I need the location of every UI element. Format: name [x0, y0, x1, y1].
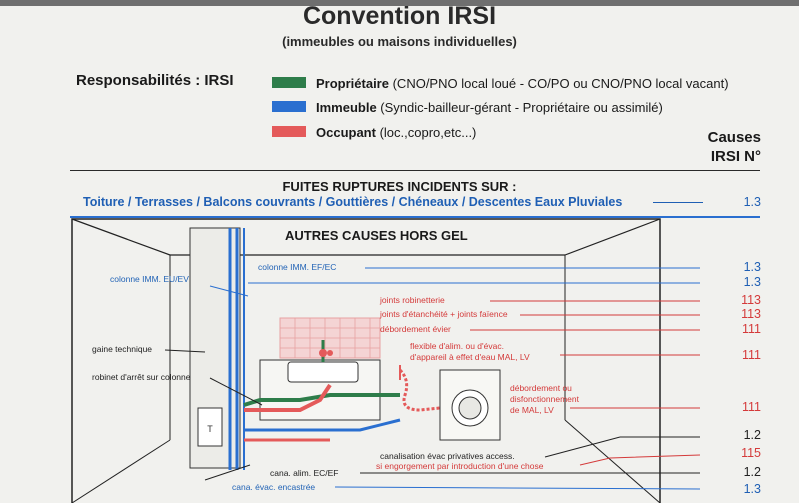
label-joints-robinetterie: joints robinetterie — [380, 295, 445, 305]
svg-text:T: T — [207, 424, 213, 434]
cause-code: 115 — [741, 446, 761, 460]
page-title: Convention IRSI — [302, 2, 497, 30]
legend-item-occupant: Occupant (loc.,copro,etc...) — [316, 125, 477, 140]
label-debordement-evier: débordement évier — [380, 324, 451, 334]
label-canalisation: canalisation évac privatives access. — [380, 451, 515, 461]
label-flexible-2: d'appareil à effet d'eau MAL, LV — [410, 352, 530, 362]
cause-code: 1.2 — [743, 428, 761, 442]
fuites-title: FUITES RUPTURES INCIDENTS SUR : — [282, 179, 517, 194]
cause-code: 111 — [741, 400, 761, 414]
label-debord-mal-3: de MAL, LV — [510, 405, 554, 415]
legend-label: Responsabilités : IRSI — [76, 72, 234, 89]
cause-code: 113 — [741, 293, 761, 307]
legend-swatch-immeuble — [272, 101, 306, 112]
label-flexible-1: flexible d'alim. ou d'évac. — [410, 341, 504, 351]
page-subtitle: (immeubles ou maisons individuelles) — [282, 34, 517, 49]
label-engorgement: si engorgement par introduction d'une ch… — [376, 461, 544, 471]
legend-swatch-proprietaire — [272, 77, 306, 88]
legend-item-immeuble: Immeuble (Syndic-bailleur-gérant - Propr… — [316, 100, 663, 115]
fuites-line: Toiture / Terrasses / Balcons couvrants … — [83, 195, 623, 209]
label-debord-mal-2: disfonctionnement — [510, 394, 579, 404]
cause-code: 111 — [741, 322, 761, 336]
fuites-code: 1.3 — [743, 195, 761, 209]
label-joints-etancheite: joints d'étanchéité + joints faïence — [380, 309, 508, 319]
label-cana-alim: cana. alim. EC/EF — [270, 468, 339, 478]
legend-item-proprietaire: Propriétaire (CNO/PNO local loué - CO/PO… — [316, 76, 729, 91]
label-colonne-eu-ev: colonne IMM. EU/EV — [110, 274, 189, 284]
cause-code: 1.2 — [743, 465, 761, 479]
cause-code: 113 — [741, 307, 761, 321]
cause-code: 1.3 — [743, 260, 761, 274]
causes-header: Causes IRSI N° — [708, 128, 761, 166]
label-gaine-technique: gaine technique — [92, 344, 153, 354]
cause-code: 111 — [741, 348, 761, 362]
cause-code: 1.3 — [743, 482, 761, 496]
label-colonne-ef-ec: colonne IMM. EF/EC — [258, 262, 337, 272]
label-cana-evac: cana. évac. encastrée — [232, 482, 316, 492]
causes-header-line1: Causes — [707, 129, 761, 146]
fuites-leader — [653, 202, 703, 203]
label-robinet: robinet d'arrêt sur colonne — [92, 372, 191, 382]
causes-header-line2: IRSI N° — [710, 148, 761, 165]
divider — [70, 170, 760, 171]
top-bar — [0, 0, 799, 6]
legend-swatch-occupant — [272, 126, 306, 137]
label-debord-mal-1: débordement ou — [510, 383, 572, 393]
diagram-title: AUTRES CAUSES HORS GEL — [285, 228, 468, 243]
blue-divider — [70, 216, 760, 218]
cause-code: 1.3 — [743, 275, 761, 289]
